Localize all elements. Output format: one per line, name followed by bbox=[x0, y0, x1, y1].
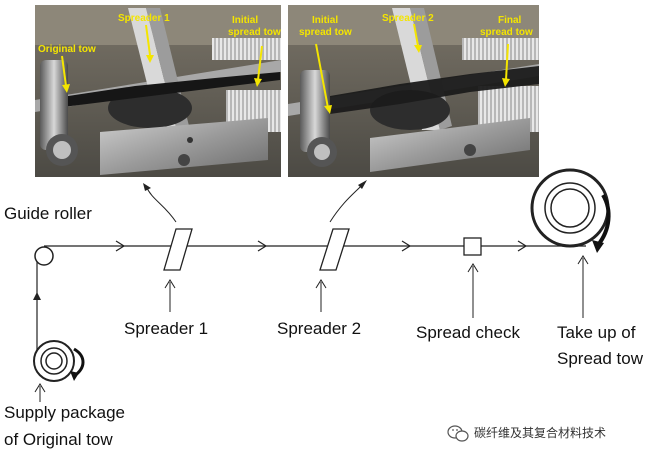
arrowhead-spreader-2 bbox=[414, 45, 422, 53]
photo-right-knob bbox=[464, 144, 476, 156]
take-up-roll-core-icon bbox=[550, 188, 590, 228]
arrowhead-spreader-1 bbox=[146, 55, 154, 63]
watermark: 碳纤维及其复合材料技术 bbox=[447, 425, 606, 442]
arrowhead-final-spread bbox=[502, 78, 510, 87]
pointer-head-spreader-1 bbox=[164, 279, 176, 289]
callout-curve-spreader-1 bbox=[145, 185, 177, 223]
label-guide-roller: Guide roller bbox=[4, 204, 92, 223]
spread-check-icon bbox=[463, 237, 482, 256]
pointer-head-take-up bbox=[577, 255, 589, 265]
supply-rotation-arrow-icon bbox=[73, 347, 85, 378]
photo-left-knob bbox=[178, 154, 190, 166]
callout-arrowhead-spreader-1 bbox=[143, 183, 151, 191]
label-spreader-2-photo: Spreader 2 bbox=[382, 13, 434, 24]
arrowhead-original-tow bbox=[62, 84, 70, 93]
tow-direction-arrow-3 bbox=[401, 240, 412, 252]
photo-right-comb bbox=[462, 38, 539, 60]
label-spread-tow-left: spread tow bbox=[228, 27, 281, 38]
photo-left-front-plate bbox=[100, 118, 268, 175]
arrow-initial-spread-left bbox=[257, 45, 263, 81]
supply-rotation-arrowhead-icon bbox=[70, 371, 79, 381]
photo-right: Initial spread tow Spreader 2 Final spre… bbox=[288, 5, 539, 177]
arrowhead-initial-spread-right bbox=[324, 105, 332, 114]
tow-direction-arrow-1 bbox=[115, 240, 126, 252]
guide-roller-icon bbox=[34, 246, 54, 266]
pointer-head-spreader-2 bbox=[315, 279, 327, 289]
photo-right-tow bbox=[330, 66, 539, 114]
take-up-rotation-arrowhead-icon bbox=[592, 240, 604, 253]
label-spreader-1-photo: Spreader 1 bbox=[118, 13, 170, 24]
supply-package-core-icon bbox=[45, 352, 63, 370]
label-initial-right: Initial bbox=[312, 15, 338, 26]
take-up-rotation-arrow-icon bbox=[596, 193, 611, 247]
photo-right-roller bbox=[300, 70, 330, 152]
spreader-2-icon bbox=[319, 228, 350, 271]
label-initial-left: Initial bbox=[232, 15, 258, 26]
photo-right-front-plate bbox=[370, 118, 530, 172]
label-spread-tow-right: spread tow bbox=[299, 27, 352, 38]
tow-direction-arrow-2 bbox=[257, 240, 268, 252]
arrowhead-initial-spread-left bbox=[254, 78, 262, 87]
pointer-head-spread-check bbox=[467, 263, 479, 273]
tow-direction-arrow-up bbox=[33, 292, 41, 300]
arrow-spreader-1 bbox=[145, 24, 151, 56]
arrow-original-tow bbox=[61, 55, 67, 87]
spreader-1-icon bbox=[163, 228, 193, 271]
callout-arrowhead-spreader-2 bbox=[358, 180, 367, 189]
photo-left-bearing-hub bbox=[53, 141, 71, 159]
photo-left: Spreader 1 Initial spread tow Original t… bbox=[35, 5, 281, 177]
photo-left-roller bbox=[40, 60, 68, 150]
photo-left-screw bbox=[187, 137, 193, 143]
schematic bbox=[33, 168, 611, 402]
label-take-up-line-2: Spread tow bbox=[557, 349, 644, 368]
label-spreader-1: Spreader 1 bbox=[124, 319, 208, 338]
label-take-up-line-1: Take up of bbox=[557, 323, 636, 342]
pointer-head-supply bbox=[34, 383, 46, 393]
watermark-text: 碳纤维及其复合材料技术 bbox=[474, 425, 606, 440]
photo-right-bearing-hub bbox=[314, 144, 330, 160]
callout-curve-spreader-2 bbox=[329, 182, 365, 223]
photo-left-tow bbox=[55, 72, 280, 108]
photo-left-comb bbox=[212, 38, 281, 60]
arrow-initial-spread-right bbox=[315, 43, 329, 109]
tow-direction-arrow-4 bbox=[517, 240, 528, 252]
label-supply-line-2: of Original tow bbox=[4, 430, 113, 449]
wechat-icon bbox=[447, 425, 469, 442]
arrow-spreader-2 bbox=[413, 23, 419, 47]
label-original-tow: Original tow bbox=[38, 44, 96, 55]
label-spread-tow-final: spread tow bbox=[480, 27, 533, 38]
label-final: Final bbox=[498, 15, 522, 26]
label-spreader-2: Spreader 2 bbox=[277, 319, 361, 338]
label-supply-line-1: Supply package bbox=[4, 403, 125, 422]
arrow-final-spread bbox=[505, 43, 509, 81]
label-spread-check: Spread check bbox=[416, 323, 520, 342]
